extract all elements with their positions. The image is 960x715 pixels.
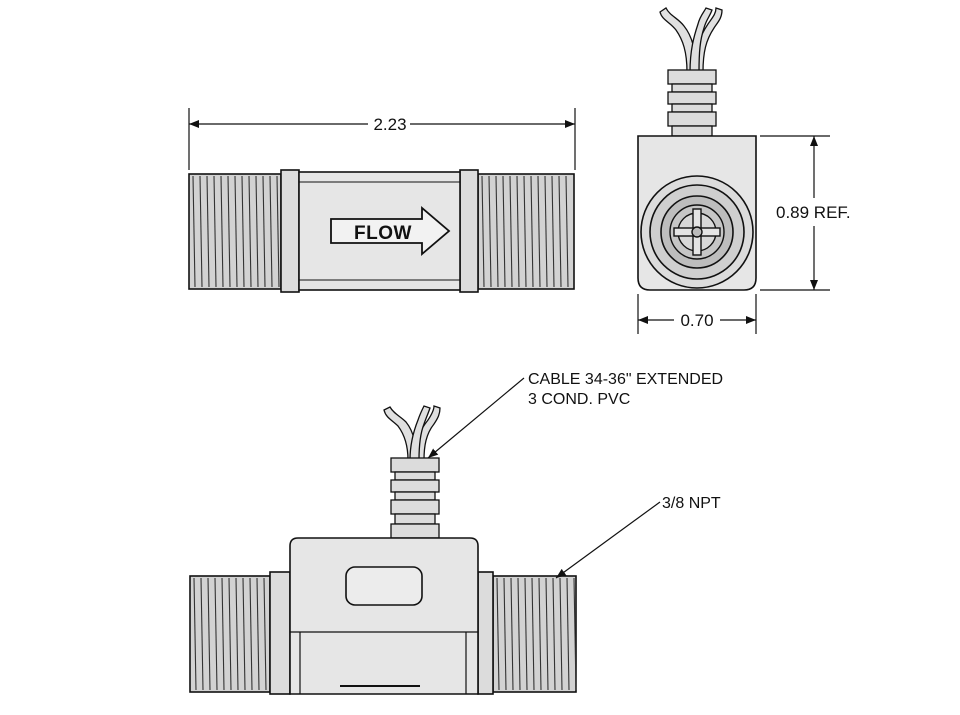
thread-ridge [517,577,521,691]
width-dimension-label: 0.70 [680,311,713,330]
thread-ridge [269,175,273,288]
thread-ridge [213,175,217,288]
thread-ridge [495,175,499,288]
length-dimension-label: 2.23 [373,115,406,134]
strain-relief [390,457,440,539]
left-thread-fitting [189,575,271,693]
thread-ridge [200,577,204,691]
thread-ridge [565,175,569,288]
thread-ridge [255,175,259,288]
thread-ridge [192,175,196,288]
front-view-body [289,537,479,695]
thread-ridge [228,577,232,691]
thread-ridge [502,175,506,288]
cable-callout-line2: 3 COND. PVC [528,391,630,408]
thread-callout-label: 3/8 NPT [662,495,721,512]
body-window [345,566,423,606]
thread-ridges [193,577,267,691]
thread-ridge [235,577,239,691]
thread-ridge [206,175,210,288]
thread-ridge [193,577,197,691]
cable-leads [383,405,441,461]
thread-ridge [256,577,260,691]
thread-ridge [558,175,562,288]
flow-marking: FLOW [354,223,412,244]
thread-ridges [192,175,280,288]
thread-ridge [537,175,541,288]
thread-ridge [242,577,246,691]
flow-arrow [330,206,451,256]
thread-ridge [538,577,542,691]
thread-ridge [262,175,266,288]
length-dimension [188,108,576,170]
right-thread-fitting [492,575,577,693]
width-dimension [637,294,757,334]
thread-ridge [524,577,528,691]
height-dimension [760,135,830,291]
thread-ridge [241,175,245,288]
thread-ridge [566,577,570,691]
strain-relief [667,69,717,137]
right-thread-fitting [477,173,575,290]
thread-ridge [552,577,556,691]
rotor-icon [669,204,725,260]
thread-ridge [509,175,513,288]
height-dimension-label: 0.89 REF. [776,203,851,222]
thread-ridge [249,577,253,691]
thread-ridge [488,175,492,288]
side-view [188,169,575,293]
thread-ridge [510,577,514,691]
thread-ridge [263,577,267,691]
thread-ridge [523,175,527,288]
thread-ridge [214,577,218,691]
thread-ridge [199,175,203,288]
thread-ridge [220,175,224,288]
thread-ridges [496,577,577,691]
thread-ridge [481,175,485,288]
front-view [189,405,577,695]
hex-collar-left [280,169,300,293]
cable-leads [659,7,723,73]
thread-ridge [551,175,555,288]
thread-ridge [221,577,225,691]
thread-ridge [207,577,211,691]
left-thread-fitting [188,173,282,290]
thread-ridge [545,577,549,691]
thread-callout-leader [555,501,661,579]
hex-collar-right [459,169,479,293]
thread-ridge [234,175,238,288]
thread-ridge [516,175,520,288]
thread-ridge [530,175,534,288]
thread-ridge [276,175,280,288]
thread-ridge [227,175,231,288]
thread-ridge [531,577,535,691]
thread-ridge [573,577,577,691]
thread-ridge [496,577,500,691]
end-view [637,7,757,291]
thread-ridge [559,577,563,691]
thread-ridges [481,175,569,288]
cable-callout-line1: CABLE 34-36" EXTENDED [528,371,723,388]
cable-callout-leader [427,377,525,459]
thread-ridge [544,175,548,288]
thread-ridge [248,175,252,288]
thread-ridge [503,577,507,691]
